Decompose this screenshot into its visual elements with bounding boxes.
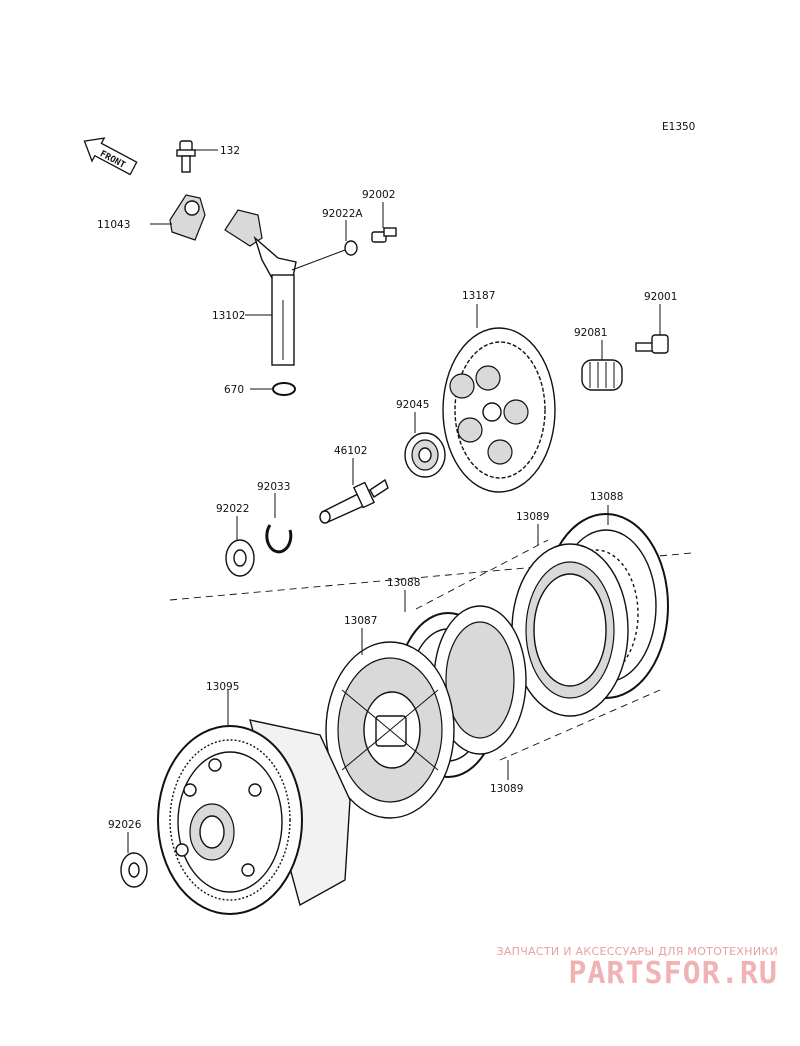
axis-line-upper [415, 539, 549, 610]
part-92033-circlip [265, 524, 293, 554]
part-13089-steel-plate-large [511, 543, 629, 717]
label-92022: 92022 [216, 503, 249, 515]
label-46102: 46102 [334, 445, 367, 457]
watermark-logo: PARTSFOR.RU [568, 956, 778, 991]
label-11043: 11043 [97, 219, 130, 231]
part-92026-washer [120, 852, 148, 888]
label-132: 132 [220, 145, 240, 157]
part-670-o-ring [272, 382, 296, 396]
label-92022a: 92022A [322, 208, 363, 220]
watermark-tagline: ЗАПЧАСТИ И АКСЕССУАРЫ ДЛЯ МОТОТЕХНИКИ [496, 945, 778, 958]
diagram-code: E1350 [662, 121, 695, 133]
part-11043-clamp [169, 194, 206, 241]
label-13087: 13087 [344, 615, 377, 627]
label-13088-mid: 13088 [387, 577, 420, 589]
part-92045-bearing [404, 432, 446, 478]
label-13187: 13187 [462, 290, 495, 302]
part-92022a-washer [344, 240, 358, 256]
label-670: 670 [224, 384, 244, 396]
label-13089-bottom: 13089 [490, 783, 523, 795]
label-92001: 92001 [644, 291, 677, 303]
label-92081: 92081 [574, 327, 607, 339]
part-132-bolt [176, 140, 196, 173]
label-13095: 13095 [206, 681, 239, 693]
label-13102: 13102 [212, 310, 245, 322]
label-13088-top: 13088 [590, 491, 623, 503]
part-13089-steel-plate-small [433, 605, 527, 755]
part-92001-bolt [635, 334, 669, 354]
part-13095-clutch-housing [157, 719, 351, 915]
label-92026: 92026 [108, 819, 142, 831]
part-13187-pressure-plate [442, 327, 556, 493]
part-92002-screw [371, 227, 397, 243]
part-92081-spring [581, 359, 623, 391]
label-92033: 92033 [257, 481, 290, 493]
label-13089-top: 13089 [516, 511, 549, 523]
axis-line-lower [499, 689, 661, 761]
part-46102-push-rod [319, 478, 389, 524]
part-13087-clutch-hub [325, 641, 455, 819]
label-92002: 92002 [362, 189, 395, 201]
part-13102-release-shaft [224, 209, 297, 366]
watermark: ЗАПЧАСТИ И АКСЕССУАРЫ ДЛЯ МОТОТЕХНИКИ PA… [496, 945, 778, 990]
label-92045: 92045 [396, 399, 429, 411]
part-92022-washer [225, 539, 255, 577]
front-arrow-icon: FRONT [83, 137, 138, 176]
